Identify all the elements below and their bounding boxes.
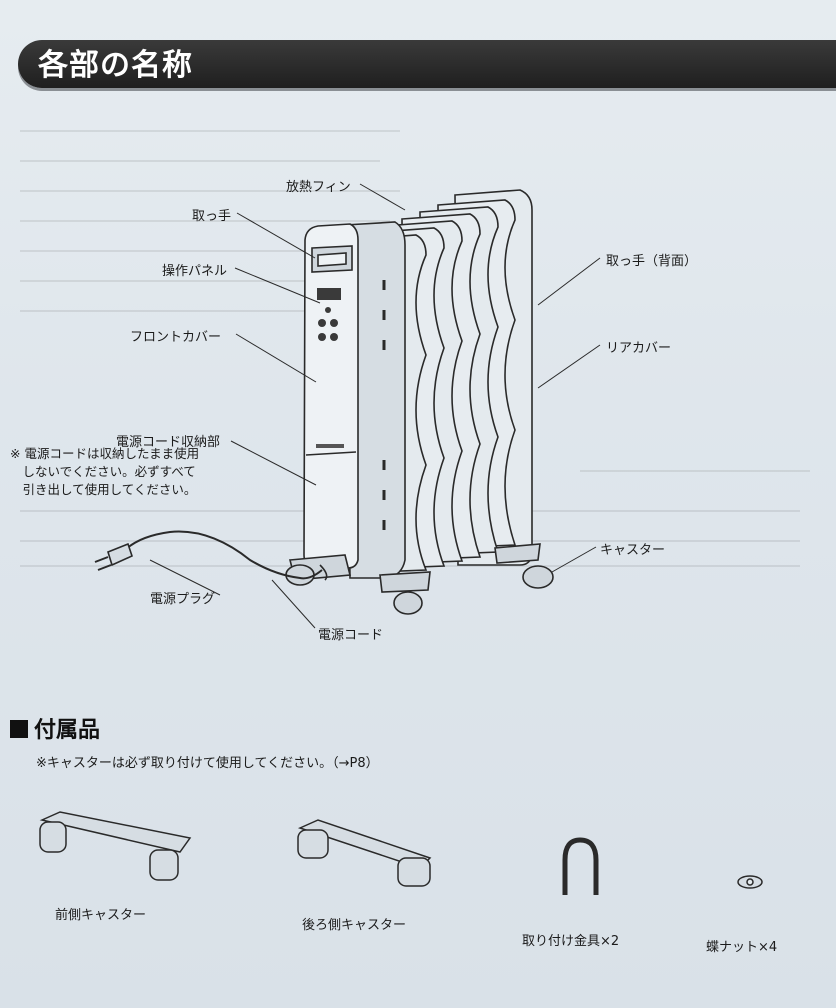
- label-handle-rear: 取っ手（背面）: [606, 254, 698, 269]
- label-heat-fins: 放熱フィン: [286, 180, 351, 195]
- label-cord-storage: 電源コード収納部: [116, 435, 221, 450]
- accessory-label-wing-nut: 蝶ナット×4: [706, 940, 778, 955]
- label-control-panel: 操作パネル: [162, 264, 228, 279]
- section-title-bar: [18, 40, 836, 88]
- accessories-heading: 付属品: [10, 712, 100, 744]
- wing-nut-drawing: [737, 875, 763, 889]
- section-title: 各部の名称: [38, 48, 193, 83]
- accessory-label-front-caster: 前側キャスター: [55, 908, 147, 923]
- label-front-cover: フロントカバー: [130, 330, 222, 345]
- label-cord: 電源コード: [318, 628, 384, 643]
- bracket-drawing: [562, 837, 599, 895]
- label-plug: 電源プラグ: [150, 592, 216, 607]
- cord-storage-warning: ※ 電源コードは収納したまま使用 しないでください。必ずすべて 引き出して使用し…: [10, 446, 200, 497]
- accessories-note: ※キャスターは必ず取り付けて使用してください。（→P8）: [36, 756, 379, 771]
- accessory-label-rear-caster: 後ろ側キャスター: [302, 918, 407, 933]
- square-bullet-icon: [10, 720, 28, 738]
- rear-caster-drawing: [297, 819, 432, 887]
- leader-lines: [149, 183, 601, 629]
- accessory-label-bracket: 取り付け金具×2: [522, 934, 620, 949]
- accessories-heading-text: 付属品: [34, 718, 101, 743]
- label-rear-cover: リアカバー: [606, 341, 672, 356]
- label-caster: キャスター: [600, 543, 666, 558]
- front-caster-drawing: [39, 811, 192, 881]
- heater-illustration: [94, 189, 554, 615]
- label-handle: 取っ手: [192, 209, 232, 224]
